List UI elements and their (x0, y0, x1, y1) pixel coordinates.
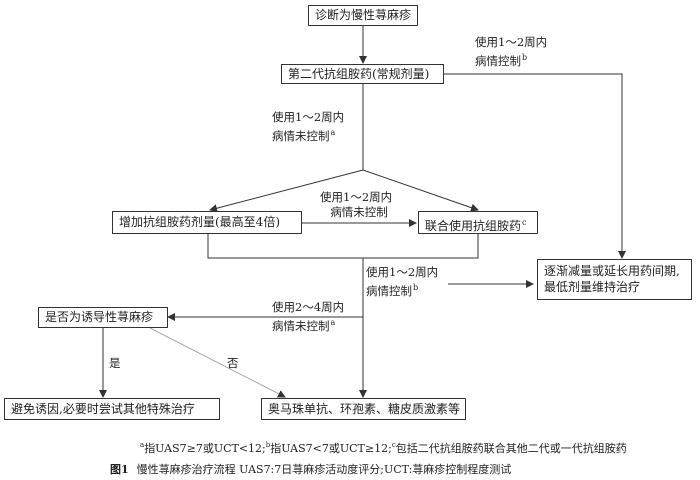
label-line: 病情未控制 (330, 205, 388, 219)
node-omalizumab: 奥马珠单抗、环孢素、糖皮质激素等 (261, 398, 466, 420)
node-taper-line1: 逐渐减量或延长用药间期, (544, 264, 680, 278)
node-combine-antihistamines: 联合使用抗组胺药c (418, 211, 538, 234)
label-uncontrolled-2-4-weeks: 使用2～4周内 病情未控制a (272, 300, 344, 334)
label-line: 病情未控制a (272, 318, 336, 333)
label-line: 使用2～4周内 (272, 300, 345, 314)
footnote-mark-b: b (265, 441, 271, 449)
figure-caption-text: 慢性荨麻疹治疗流程 UAS7:7日荨麻疹活动度评分;UCT:荨麻疹控制程度测试 (136, 463, 512, 476)
label-line: 病情未控制a (272, 128, 336, 143)
footnote-mark-a: a (330, 318, 336, 327)
label-controlled-mid: 使用1～2周内 病情控制b (366, 265, 438, 299)
node-increase-dose: 增加抗组胺药剂量(最高至4倍) (112, 211, 302, 234)
node-diagnosis: 诊断为慢性荨麻疹 (308, 5, 418, 26)
label-line: 使用1～2周内 (366, 265, 439, 279)
arrow-inducible-to-omalizumab (149, 327, 286, 398)
label-line: 使用1～2周内 (320, 190, 393, 204)
figure-number: 图1 (110, 463, 129, 476)
footnote-mark-c: c (522, 218, 527, 227)
node-avoid-triggers: 避免诱因,必要时尝试其他特殊治疗 (4, 398, 220, 420)
merge-bracket (207, 234, 479, 259)
node-taper-line2: 最低剂量维持治疗 (544, 280, 641, 294)
arrow-split-to-increase (209, 169, 364, 213)
node-taper-maintain: 逐渐减量或延长用药间期, 最低剂量维持治疗 (537, 259, 692, 300)
label-line: 使用1～2周内 (272, 110, 345, 124)
footnote-mark-a: a (330, 128, 336, 137)
footnote-mark-b: b (522, 53, 528, 62)
node-combine-label: 联合使用抗组胺药 (425, 219, 522, 233)
footnote-mark-b: b (413, 283, 419, 292)
label-uncontrolled-between: 使用1～2周内 病情未控制 (320, 190, 392, 220)
arrow-second-gen-to-taper (444, 73, 626, 259)
footnote-b-text: 指UAS7<7或UCT≥12; (270, 442, 392, 455)
footnote: a指UAS7≥7或UCT<12;b指UAS7<7或UCT≥12;c包括二代抗组胺… (140, 440, 627, 456)
label-no: 否 (227, 356, 239, 370)
label-line: 使用1～2周内 (475, 35, 548, 49)
figure-caption: 图1 慢性荨麻疹治疗流程 UAS7:7日荨麻疹活动度评分;UCT:荨麻疹控制程度测… (110, 461, 511, 477)
footnote-mark-a: a (140, 441, 145, 449)
footnote-a-text: 指UAS7≥7或UCT<12; (144, 442, 266, 455)
label-controlled-top: 使用1～2周内 病情控制b (475, 35, 547, 69)
node-inducible-urticaria: 是否为诱导性荨麻疹 (38, 307, 168, 328)
node-second-gen-antihistamine: 第二代抗组胺药(常规剂量) (281, 64, 444, 84)
label-uncontrolled-1-2-weeks: 使用1～2周内 病情未控制a (272, 110, 344, 144)
label-yes: 是 (109, 356, 121, 370)
footnote-mark-c: c (391, 441, 396, 449)
label-line: 病情控制b (475, 53, 528, 68)
arrow-split-to-combine (362, 169, 479, 212)
footnote-c-text: 包括二代抗组胺药联合其他二代或一代抗组胺药 (395, 442, 627, 455)
label-line: 病情控制b (366, 283, 419, 298)
